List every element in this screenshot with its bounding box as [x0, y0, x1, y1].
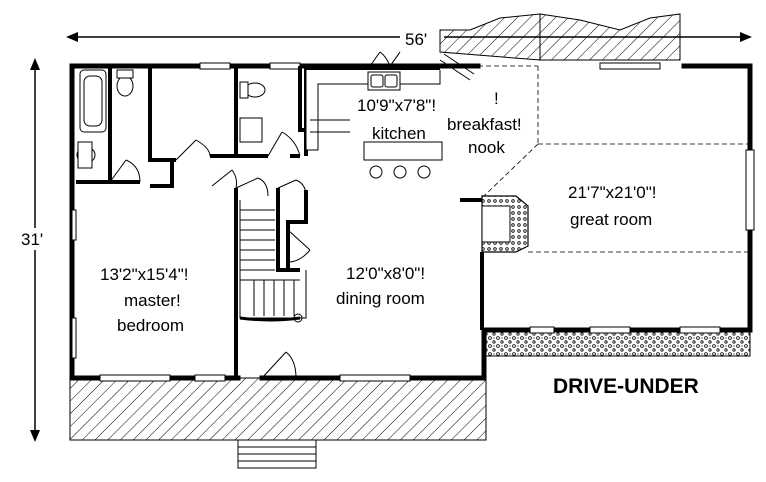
drive-under-label: DRIVE-UNDER	[553, 375, 699, 398]
doors	[109, 51, 475, 379]
kitchen-size: 10'9"x7'8"!	[357, 96, 436, 115]
windows	[71, 62, 755, 382]
master-size: 13'2"x15'4"!	[100, 265, 189, 284]
great-room-name: great room	[570, 210, 652, 229]
nook-name: nook	[468, 138, 505, 157]
roof-deck-hatch	[439, 13, 681, 61]
front-porch	[69, 377, 487, 469]
gravel-strip	[483, 331, 751, 357]
dining-size: 12'0"x8'0"!	[346, 264, 425, 283]
dining-name: dining room	[336, 289, 425, 308]
great-room-size: 21'7"x21'0"!	[568, 183, 657, 202]
depth-dimension: 31'	[20, 58, 50, 442]
staircase	[239, 200, 307, 323]
fireplace	[481, 195, 529, 253]
kitchen-name: kitchen	[372, 124, 426, 143]
room-dividers	[478, 65, 750, 253]
breakfast-mark: !	[494, 89, 499, 108]
bath-fixtures	[76, 69, 266, 169]
master-name: master!	[124, 291, 181, 310]
width-dimension-label: 56'	[405, 30, 427, 49]
depth-dimension-label: 31'	[21, 230, 43, 249]
bedroom-name: bedroom	[117, 316, 184, 335]
kitchen-fixtures	[305, 70, 443, 179]
breakfast-name: breakfast!	[447, 115, 522, 134]
